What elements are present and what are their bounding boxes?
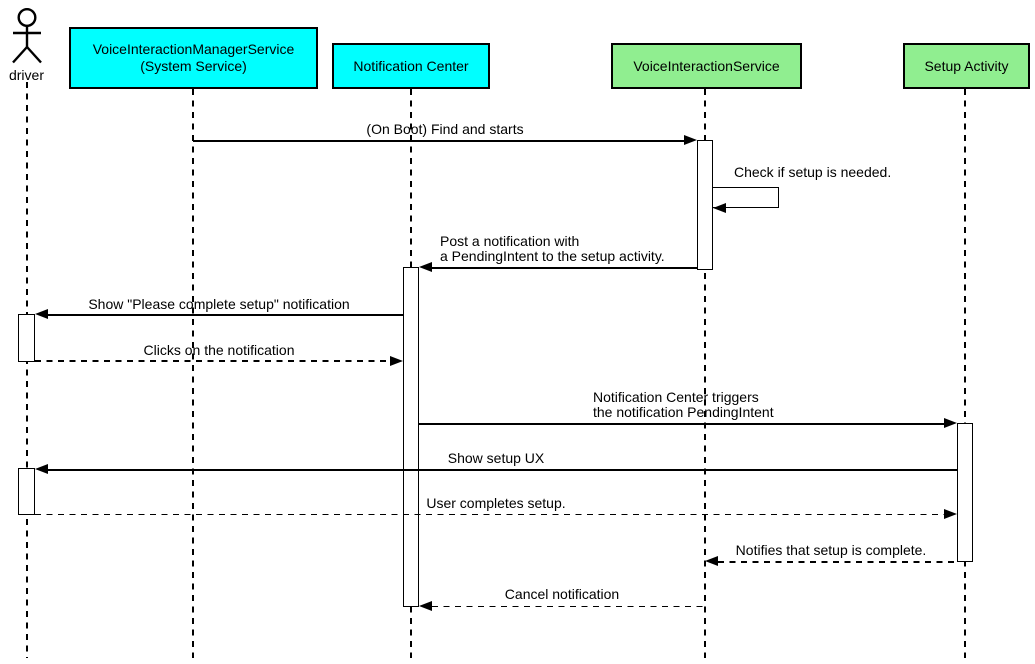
activation-notification-center: [403, 267, 419, 607]
message-10-label: Cancel notification: [504, 586, 620, 602]
message-7-line: [48, 469, 957, 471]
message-4-label: Show "Please complete setup" notificatio…: [88, 296, 350, 312]
activation-voiceinteractionservice: [697, 140, 713, 270]
message-2-arrowhead-icon: [713, 202, 726, 213]
message-2-self-loop: [713, 187, 779, 208]
lifeline-driver: [26, 82, 28, 658]
message-8-label: User completes setup.: [426, 495, 566, 511]
message-3-line: [432, 267, 697, 269]
participant-notification-center: Notification Center: [332, 43, 490, 89]
message-10-line: [432, 605, 705, 607]
actor-driver-icon: [12, 7, 42, 64]
participant-voiceinteractionmanagerservice: VoiceInteractionManagerService (System S…: [69, 27, 318, 89]
message-2-label: Check if setup is needed.: [734, 164, 892, 180]
message-10-arrowhead-icon: [419, 600, 432, 611]
activation-driver-2: [18, 468, 35, 515]
message-5-label: Clicks on the notification: [143, 342, 295, 358]
lifeline-voiceinteractionservice: [704, 89, 706, 658]
lifeline-setup-activity: [964, 89, 966, 658]
message-7-arrowhead-icon: [35, 464, 48, 475]
message-9-arrowhead-icon: [705, 556, 718, 567]
lifeline-voiceinteractionmanagerservice: [192, 89, 194, 658]
message-7-label: Show setup UX: [447, 450, 545, 466]
message-4-arrowhead-icon: [35, 309, 48, 320]
message-3-arrowhead-icon: [419, 262, 432, 273]
activation-driver-1: [18, 314, 35, 362]
message-9-label: Notifies that setup is complete.: [735, 542, 927, 558]
participant-voiceinteractionservice: VoiceInteractionService: [611, 43, 802, 89]
message-9-line: [718, 561, 957, 563]
activation-setup-activity: [957, 423, 973, 562]
message-1-label: (On Boot) Find and starts: [366, 121, 524, 137]
actor-driver-label: driver: [8, 67, 44, 83]
message-6-arrowhead-icon: [944, 418, 957, 429]
message-5-line: [35, 360, 390, 362]
message-6-label: Notification Center triggers the notific…: [593, 389, 774, 420]
message-6-line: [419, 423, 944, 425]
message-8-line: [35, 513, 944, 515]
participant-setup-activity: Setup Activity: [903, 43, 1030, 89]
message-4-line: [48, 314, 403, 316]
message-1-line: [193, 140, 684, 142]
message-8-arrowhead-icon: [944, 508, 957, 519]
message-1-arrowhead-icon: [684, 135, 697, 146]
message-3-label: Post a notification with a PendingIntent…: [440, 233, 665, 264]
message-5-arrowhead-icon: [390, 355, 403, 366]
